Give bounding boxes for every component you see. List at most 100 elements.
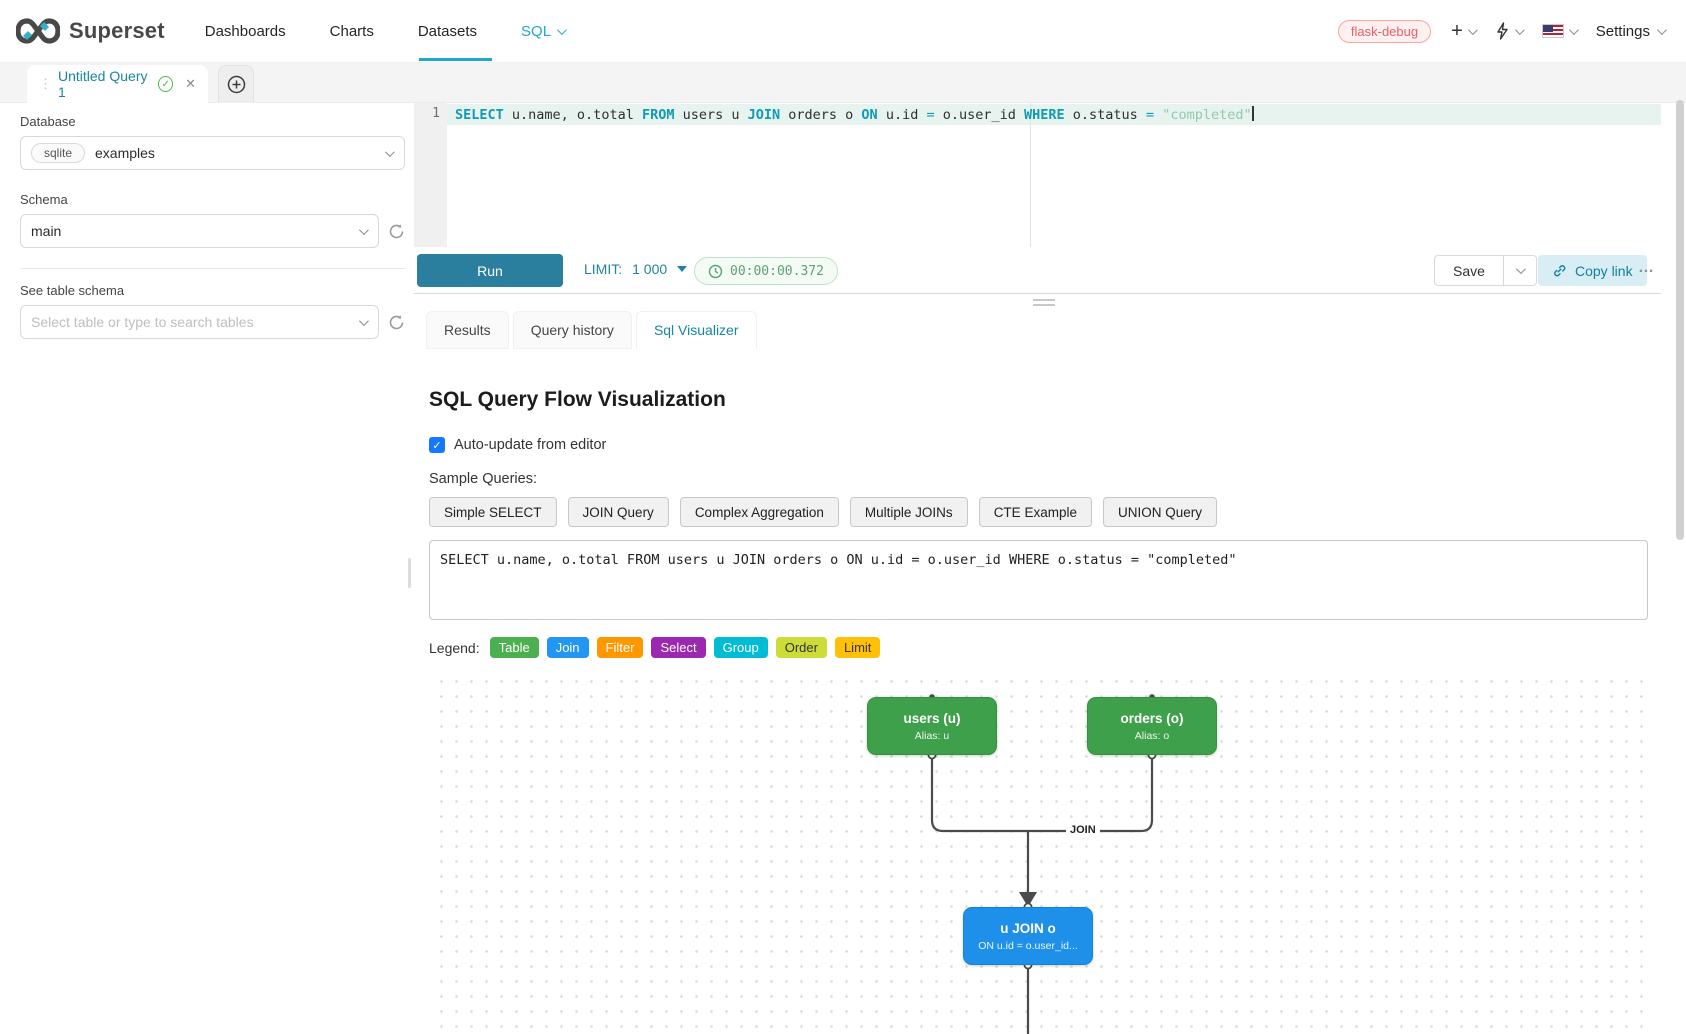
save-button[interactable]: Save bbox=[1434, 255, 1504, 286]
schema-label: Schema bbox=[20, 192, 405, 207]
copy-link-label: Copy link bbox=[1575, 263, 1633, 279]
superset-logo[interactable]: Superset bbox=[16, 18, 165, 44]
sample-simple-select-button[interactable]: Simple SELECT bbox=[429, 497, 557, 527]
legend-label: Legend: bbox=[429, 640, 480, 656]
saved-check-icon: ✓ bbox=[158, 76, 173, 92]
legend-chip-select: Select bbox=[651, 637, 705, 658]
auto-update-label: Auto-update from editor bbox=[454, 437, 606, 453]
flow-edges bbox=[429, 668, 1648, 1034]
sample-union-query-button[interactable]: UNION Query bbox=[1103, 497, 1217, 527]
database-select[interactable]: sqlite examples bbox=[20, 136, 405, 170]
flow-node-join[interactable]: u JOIN o ON u.id = o.user_id... bbox=[963, 907, 1093, 965]
environment-tag: flask-debug bbox=[1338, 20, 1431, 43]
sample-join-query-button[interactable]: JOIN Query bbox=[568, 497, 669, 527]
chevron-down-icon bbox=[557, 25, 567, 35]
close-tab-icon[interactable]: ✕ bbox=[185, 76, 196, 92]
tab-query-history[interactable]: Query history bbox=[513, 311, 632, 349]
refresh-icon[interactable] bbox=[388, 314, 405, 331]
timer-value: 00:00:00.372 bbox=[730, 264, 824, 279]
us-flag-icon bbox=[1542, 24, 1564, 38]
query-search-menu[interactable] bbox=[1495, 22, 1522, 40]
query-timer: 00:00:00.372 bbox=[694, 257, 838, 285]
tab-results[interactable]: Results bbox=[426, 311, 509, 349]
code-line[interactable]: SELECT u.name, o.total FROM users u JOIN… bbox=[455, 106, 1254, 123]
limit-dropdown[interactable]: LIMIT: 1 000 bbox=[584, 261, 687, 277]
chevron-down-icon bbox=[359, 225, 369, 235]
chevron-down-icon bbox=[359, 316, 369, 326]
nav-item-dashboards[interactable]: Dashboards bbox=[205, 23, 286, 40]
language-picker[interactable] bbox=[1542, 24, 1576, 38]
clock-icon bbox=[708, 264, 723, 279]
nav-item-sql[interactable]: SQL bbox=[521, 23, 564, 40]
node-subtitle: Alias: o bbox=[1135, 730, 1169, 742]
node-subtitle: Alias: u bbox=[915, 730, 949, 742]
editor-results-divider bbox=[414, 293, 1661, 294]
settings-menu[interactable]: Settings bbox=[1596, 23, 1664, 40]
print-margin-line bbox=[1030, 103, 1031, 247]
refresh-icon[interactable] bbox=[388, 223, 405, 240]
sample-cte-example-button[interactable]: CTE Example bbox=[979, 497, 1092, 527]
more-menu-button[interactable]: … bbox=[1638, 259, 1656, 277]
schema-select[interactable]: main bbox=[20, 214, 379, 248]
db-engine-badge: sqlite bbox=[31, 143, 85, 163]
tab-sql-visualizer[interactable]: Sql Visualizer bbox=[636, 311, 757, 349]
copy-link-button[interactable]: Copy link bbox=[1538, 255, 1647, 286]
chevron-down-icon bbox=[1516, 264, 1526, 274]
link-icon bbox=[1552, 263, 1567, 278]
limit-value: 1 000 bbox=[632, 261, 667, 277]
new-query-tab-button[interactable] bbox=[218, 65, 254, 103]
pane-resize-grip[interactable] bbox=[1033, 299, 1055, 309]
new-item-menu[interactable]: + bbox=[1451, 21, 1475, 41]
legend-chip-filter: Filter bbox=[597, 637, 644, 658]
legend-chip-table: Table bbox=[490, 637, 539, 658]
sql-visualizer-panel: SQL Query Flow Visualization ✓ Auto-upda… bbox=[429, 360, 1648, 672]
sql-code-editor[interactable]: 1 SELECT u.name, o.total FROM users u JO… bbox=[414, 103, 1661, 247]
legend: Legend: Table Join Filter Select Group O… bbox=[429, 637, 1648, 658]
chevron-down-icon bbox=[1515, 25, 1525, 35]
query-tab-strip: ⋮ Untitled Query 1 ✓ ✕ bbox=[0, 62, 1686, 103]
chevron-down-icon bbox=[1569, 25, 1579, 35]
nav-item-sql-label: SQL bbox=[521, 23, 551, 40]
sample-multiple-joins-button[interactable]: Multiple JOINs bbox=[850, 497, 968, 527]
table-select[interactable]: Select table or type to search tables bbox=[20, 305, 379, 339]
drag-handle-icon[interactable]: ⋮ bbox=[39, 76, 50, 92]
legend-chip-group: Group bbox=[714, 637, 768, 658]
query-text-input[interactable]: SELECT u.name, o.total FROM users u JOIN… bbox=[429, 540, 1648, 620]
node-title: users (u) bbox=[903, 711, 960, 726]
nav-item-charts[interactable]: Charts bbox=[330, 23, 374, 40]
top-navbar: Superset Dashboards Charts Datasets SQL … bbox=[0, 0, 1686, 62]
sidebar-resize-handle[interactable] bbox=[408, 558, 411, 588]
circle-plus-icon bbox=[227, 75, 246, 94]
page-scrollbar[interactable] bbox=[1676, 100, 1684, 540]
editor-gutter: 1 bbox=[414, 103, 447, 247]
navbar-right: flask-debug + Settings bbox=[1338, 0, 1664, 62]
run-button[interactable]: Run bbox=[417, 254, 563, 287]
editor-toolbar: Run LIMIT: 1 000 00:00:00.372 Save Copy … bbox=[414, 247, 1661, 293]
sample-query-buttons: Simple SELECT JOIN Query Complex Aggrega… bbox=[429, 497, 1648, 527]
nav-menu: Dashboards Charts Datasets SQL bbox=[205, 23, 564, 40]
flow-node-orders[interactable]: orders (o) Alias: o bbox=[1087, 697, 1217, 755]
page-title: SQL Query Flow Visualization bbox=[429, 388, 1648, 412]
nav-item-datasets[interactable]: Datasets bbox=[418, 23, 477, 40]
save-menu-button[interactable] bbox=[1504, 255, 1537, 286]
join-edge-label: JOIN bbox=[1066, 823, 1100, 837]
sidebar-divider bbox=[20, 268, 405, 269]
query-tab[interactable]: ⋮ Untitled Query 1 ✓ ✕ bbox=[27, 65, 208, 103]
legend-chip-order: Order bbox=[776, 637, 827, 658]
schema-value: main bbox=[31, 223, 61, 239]
flow-node-users[interactable]: users (u) Alias: u bbox=[867, 697, 997, 755]
flow-canvas[interactable]: JOIN users (u) Alias: u orders (o) Alias… bbox=[429, 668, 1648, 1034]
line-number: 1 bbox=[432, 106, 440, 121]
limit-label: LIMIT: bbox=[584, 261, 622, 277]
node-subtitle: ON u.id = o.user_id... bbox=[978, 940, 1078, 952]
table-schema-label: See table schema bbox=[20, 283, 405, 298]
caret-down-icon bbox=[677, 266, 687, 272]
sample-complex-aggregation-button[interactable]: Complex Aggregation bbox=[680, 497, 839, 527]
chevron-down-icon bbox=[1468, 25, 1478, 35]
text-cursor bbox=[1252, 106, 1254, 121]
auto-update-checkbox[interactable]: ✓ bbox=[429, 437, 445, 453]
sql-editor-left-bar: Database sqlite examples Schema main See… bbox=[20, 103, 405, 339]
sample-queries-label: Sample Queries: bbox=[429, 471, 1648, 487]
chevron-down-icon bbox=[1657, 25, 1667, 35]
plus-icon: + bbox=[1451, 21, 1463, 41]
